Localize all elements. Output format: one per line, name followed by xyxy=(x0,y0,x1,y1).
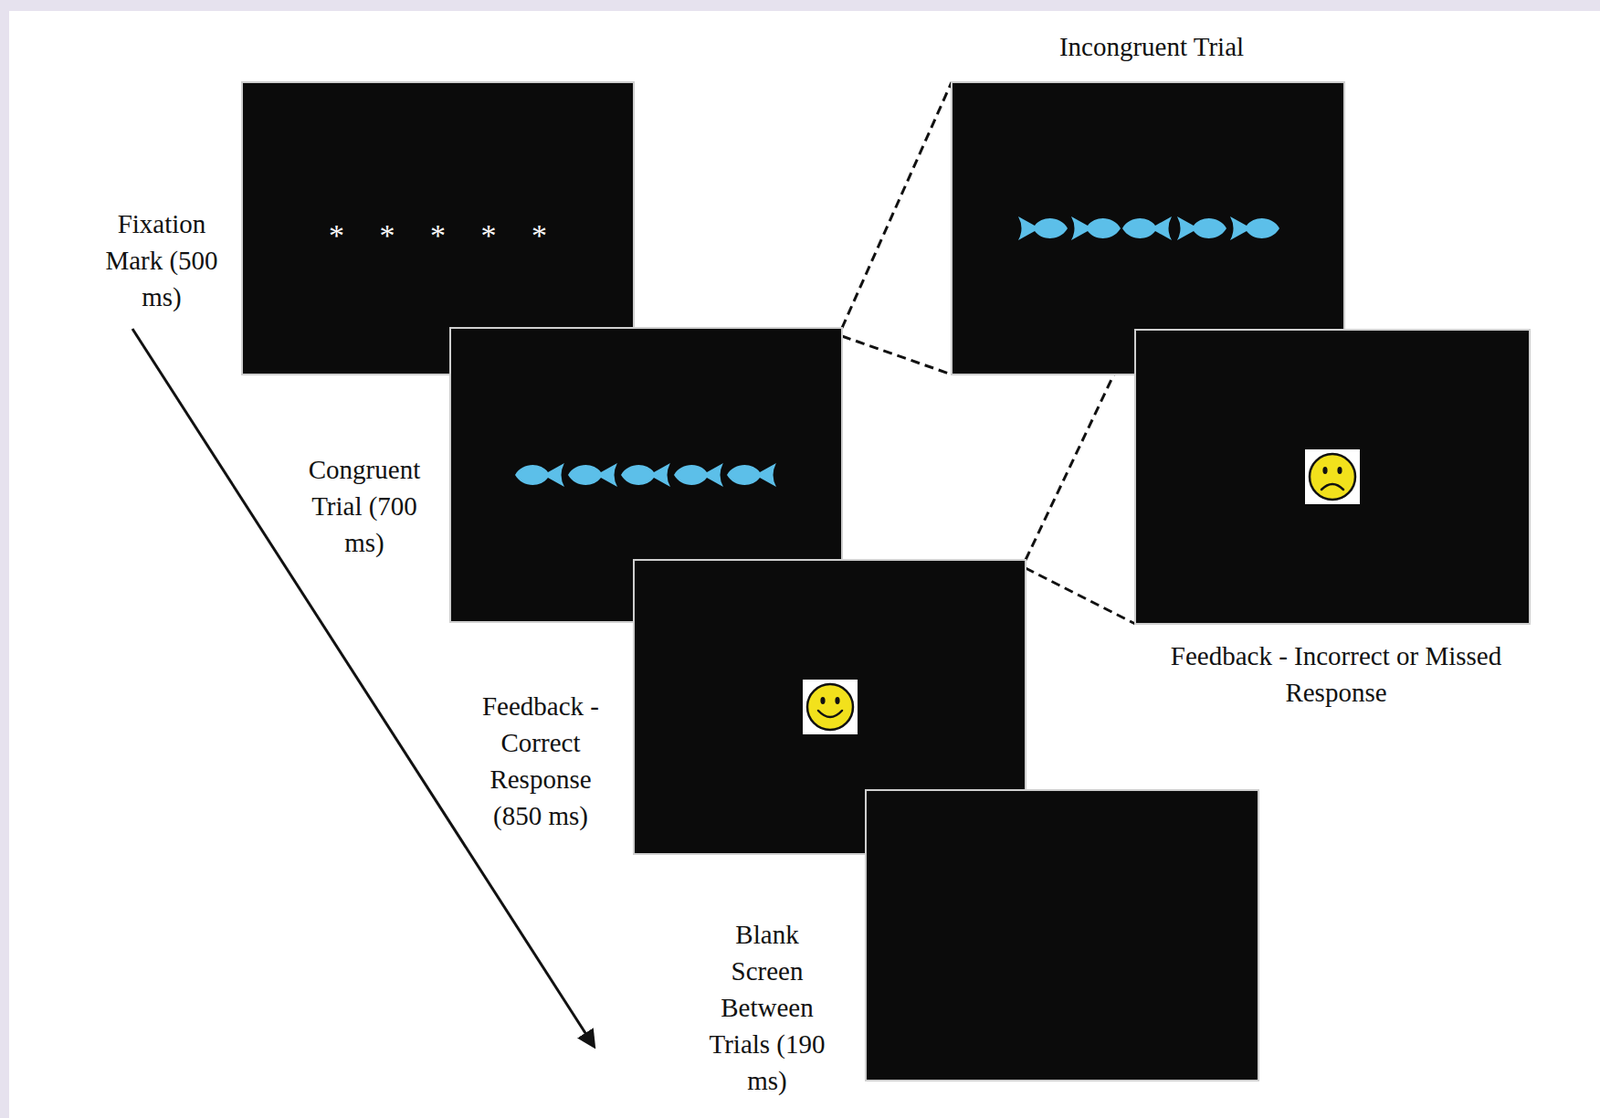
icon-ground xyxy=(802,679,858,735)
face-eye xyxy=(1322,466,1327,474)
fish-icon xyxy=(1018,216,1068,241)
fish-icon xyxy=(1230,216,1280,241)
face-mouth xyxy=(818,710,843,717)
face-eye xyxy=(1336,466,1342,474)
fish-icon xyxy=(621,463,671,487)
screen-label: Feedback - Correct Response (850 ms) xyxy=(463,687,619,834)
fish-icon xyxy=(515,463,565,487)
fish-icon xyxy=(1122,216,1172,241)
screen-box: Feedback - Incorrect or Missed Response xyxy=(1134,328,1531,625)
screen-label: Congruent Trial (700 ms) xyxy=(295,451,433,561)
fish-icon xyxy=(1177,216,1227,241)
fish-icon xyxy=(726,463,777,487)
fish-icon xyxy=(1071,216,1121,241)
fixation-mark: * * * * * xyxy=(242,217,633,254)
screen-label: Fixation Mark (500 ms) xyxy=(97,205,226,316)
face-eye xyxy=(834,696,840,705)
screen-label: Feedback - Incorrect or Missed Response xyxy=(1126,637,1547,711)
happy-face-icon xyxy=(802,679,858,735)
face-mouth xyxy=(1321,484,1344,490)
fish-icon xyxy=(568,463,618,487)
screen-box: Blank Screen Between Trials (190 ms) xyxy=(864,789,1260,1082)
sad-face-icon xyxy=(1305,449,1360,505)
fish-row xyxy=(1010,210,1285,247)
fish-row xyxy=(509,456,784,494)
zoom-connector xyxy=(842,82,952,375)
face-circle xyxy=(807,684,853,730)
icon-ground xyxy=(1305,449,1360,505)
fish-icon xyxy=(673,463,724,487)
face-eye xyxy=(820,696,825,705)
screen-label: Blank Screen Between Trials (190 ms) xyxy=(707,915,827,1099)
screen-label: Incongruent Trial xyxy=(968,28,1335,65)
face-circle xyxy=(1309,453,1356,500)
